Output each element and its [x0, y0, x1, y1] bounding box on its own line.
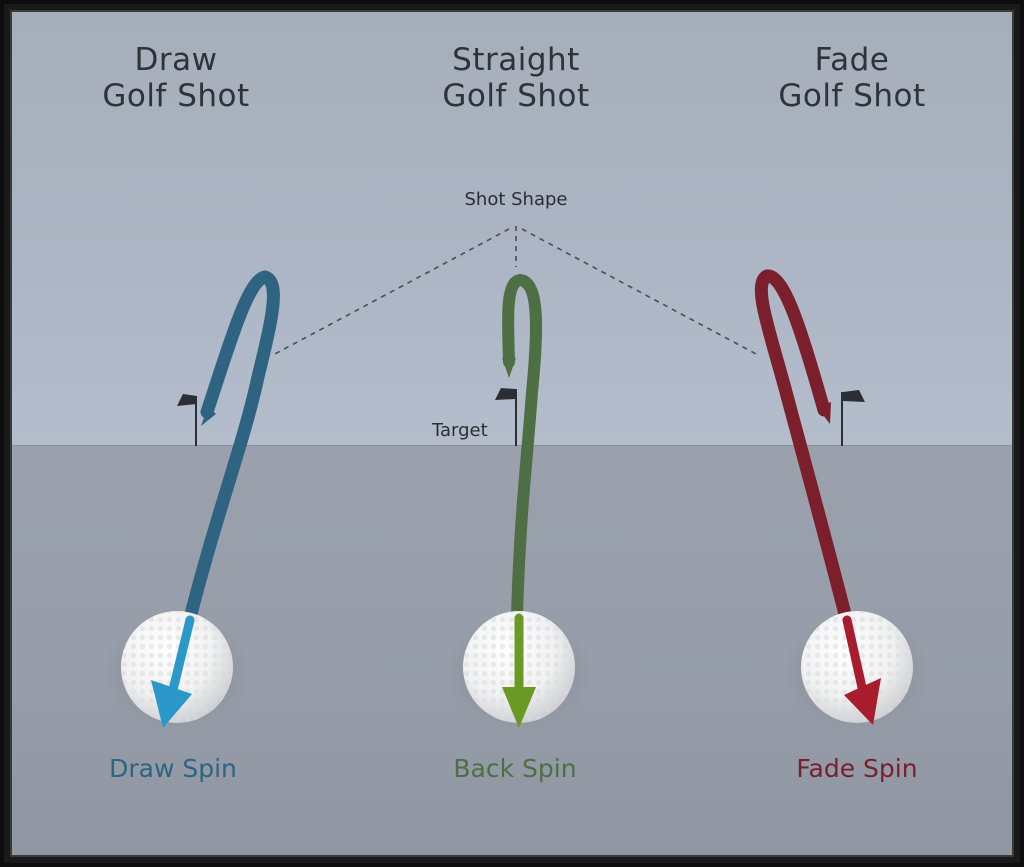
guide-line-draw [272, 228, 510, 356]
draw-trajectory-arrowhead [201, 406, 216, 426]
flag-draw [177, 394, 197, 446]
flag-fade [841, 390, 865, 446]
horizon-line [12, 445, 1012, 446]
title-draw-line1: Draw [134, 42, 218, 78]
fade-trajectory [754, 269, 853, 625]
title-straight-line1: Straight [452, 42, 580, 78]
title-fade-golf-shot: Fade Golf Shot [702, 42, 1002, 114]
fade-trajectory-arrowhead [817, 402, 831, 424]
title-straight-golf-shot: Straight Golf Shot [366, 42, 666, 114]
fade-spin-arrow [842, 615, 881, 725]
guide-line-fade [521, 228, 759, 356]
draw-spin-arrow [151, 615, 195, 728]
diagram-canvas: Draw Golf Shot Straight Golf Shot Fade G… [10, 10, 1014, 857]
title-fade-line2: Golf Shot [778, 78, 926, 114]
shot-shape-label: Shot Shape [464, 189, 568, 210]
straight-trajectory [502, 273, 543, 622]
straight-trajectory-path [502, 273, 543, 622]
draw-trajectory [183, 270, 280, 625]
draw-trajectory-path [183, 270, 280, 625]
title-fade-line1: Fade [814, 42, 890, 78]
draw-spin-label: Draw Spin [109, 754, 237, 783]
back-spin-arrow [502, 613, 536, 728]
shot-diagram-art [102, 226, 932, 732]
flag-straight [495, 388, 517, 446]
title-draw-line2: Golf Shot [102, 78, 250, 114]
target-label: Target [432, 420, 488, 441]
fade-spin-label: Fade Spin [796, 754, 918, 783]
sky-background [12, 12, 1012, 446]
straight-trajectory-arrowhead [502, 358, 516, 378]
fade-trajectory-path [754, 269, 853, 625]
back-spin-label: Back Spin [453, 754, 577, 783]
title-draw-golf-shot: Draw Golf Shot [26, 42, 326, 114]
title-straight-line2: Golf Shot [442, 78, 590, 114]
shot-shape-guides [272, 226, 759, 356]
